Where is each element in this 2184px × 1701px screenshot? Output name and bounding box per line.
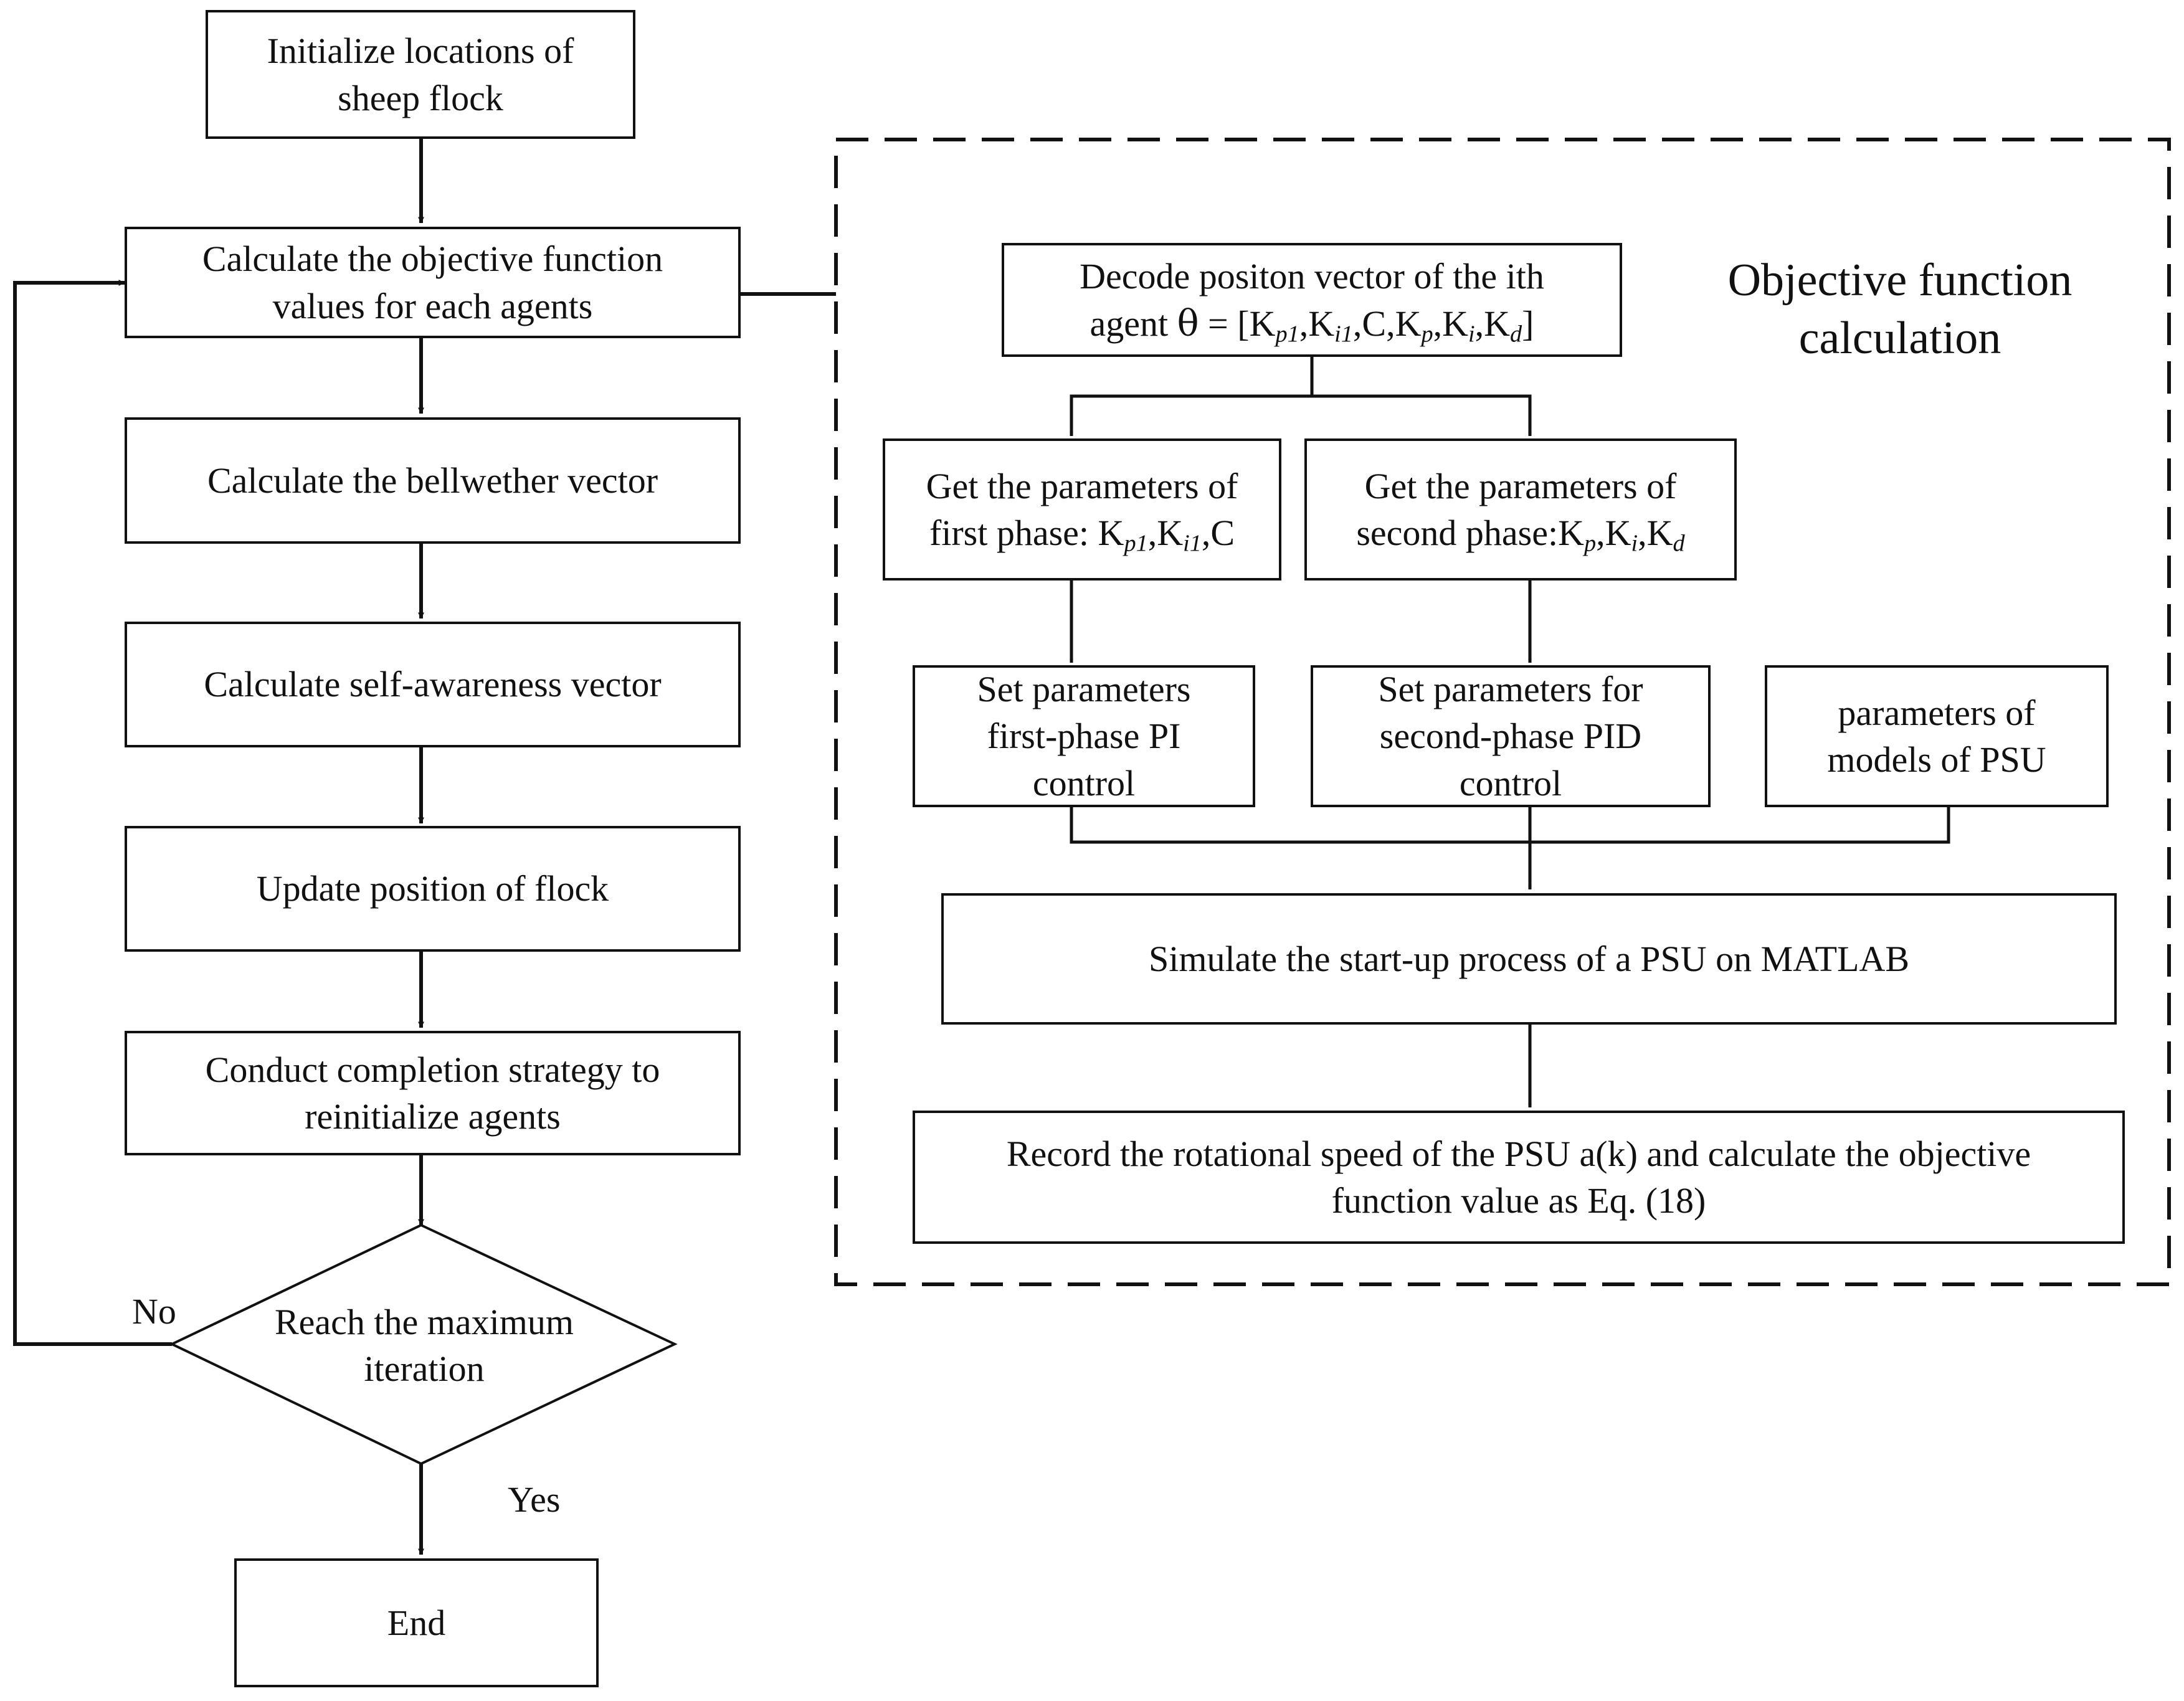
set-pi-text-line: Set parameters <box>977 668 1191 709</box>
decode-formula-line: agent θ = [Kp1,Ki1,C,Kp,Ki,Kd] <box>1090 301 1534 348</box>
record-speed-box: Record the rotational speed of the PSU a… <box>913 1111 2125 1244</box>
set-pi-text-line: control <box>1032 762 1136 803</box>
completion-text-line: reinitialize agents <box>305 1096 561 1137</box>
set-pid-text-line: control <box>1459 762 1562 803</box>
decision-text-line: Reach the maximum <box>275 1301 574 1342</box>
calc-objective-text-line: values for each agents <box>272 285 593 326</box>
psu-model-params-box: parameters of models of PSU <box>1765 665 2109 807</box>
objective-panel-border <box>834 138 2171 1286</box>
objective-panel-title-line: calculation <box>1798 312 2001 364</box>
second-phase-text-line: Get the parameters of <box>1364 465 1677 506</box>
psu-params-text-line: parameters of <box>1838 692 2036 733</box>
yes-label: Yes <box>508 1479 561 1520</box>
no-label: No <box>132 1291 176 1332</box>
init-text-line: Initialize locations of <box>267 31 574 72</box>
simulate-startup-box: Simulate the start-up process of a PSU o… <box>941 893 2117 1025</box>
decision-text: Reach the maximum iteration <box>234 1296 614 1395</box>
set-pi-text-line: first-phase PI <box>987 716 1181 757</box>
bellwether-box: Calculate the bellwether vector <box>125 417 741 544</box>
self-awareness-box: Calculate self-awareness vector <box>125 622 741 747</box>
completion-text-line: Conduct completion strategy to <box>205 1049 660 1090</box>
set-pi-params-box: Set parameters first-phase PI control <box>913 665 1255 807</box>
update-position-box: Update position of flock <box>125 826 741 952</box>
merge-connector <box>1070 807 1950 844</box>
record-text-line: function value as Eq. (18) <box>1331 1180 1706 1221</box>
self-awareness-text: Calculate self-awareness vector <box>204 664 662 705</box>
first-phase-formula-line: first phase: Kp1,Ki1,C <box>929 513 1235 557</box>
decision-diamond <box>169 1223 678 1466</box>
second-phase-formula-line: second phase:Kp,Ki,Kd <box>1356 513 1685 557</box>
bellwether-text: Calculate the bellwether vector <box>207 460 658 501</box>
second-phase-params-box: Get the parameters of second phase:Kp,Ki… <box>1304 438 1737 580</box>
set-pid-params-box: Set parameters for second-phase PID cont… <box>1311 665 1711 807</box>
calc-objective-box: Calculate the objective function values … <box>125 227 741 338</box>
update-position-text: Update position of flock <box>256 868 609 909</box>
theta-symbol: θ <box>1177 301 1199 344</box>
end-box: End <box>234 1558 599 1687</box>
objective-panel-title-line: Objective function <box>1727 255 2072 306</box>
loop-no-connector <box>13 280 172 1346</box>
first-phase-params-box: Get the parameters of first phase: Kp1,K… <box>883 438 1281 580</box>
first-phase-text-line: Get the parameters of <box>926 465 1238 506</box>
init-text-line: sheep flock <box>338 77 503 118</box>
objective-panel-title: Objective function calculation <box>1682 252 2118 367</box>
decode-split-right <box>1312 394 1532 437</box>
decode-position-box: Decode positon vector of the ith agent θ… <box>1002 243 1622 357</box>
decision-text-line: iteration <box>364 1348 485 1389</box>
init-locations-box: Initialize locations of sheep flock <box>206 10 635 139</box>
record-text-line: Record the rotational speed of the PSU a… <box>1006 1133 2031 1174</box>
simulate-text: Simulate the start-up process of a PSU o… <box>1148 938 1910 979</box>
set-pid-text-line: Set parameters for <box>1378 668 1643 709</box>
decode-text-line: Decode positon vector of the ith <box>1080 256 1544 297</box>
psu-params-text-line: models of PSU <box>1827 739 2046 780</box>
completion-strategy-box: Conduct completion strategy to reinitial… <box>125 1031 741 1155</box>
decode-split-connector <box>1070 357 1314 437</box>
calc-objective-text-line: Calculate the objective function <box>202 239 663 280</box>
end-text: End <box>387 1602 446 1643</box>
set-pid-text-line: second-phase PID <box>1379 716 1642 757</box>
